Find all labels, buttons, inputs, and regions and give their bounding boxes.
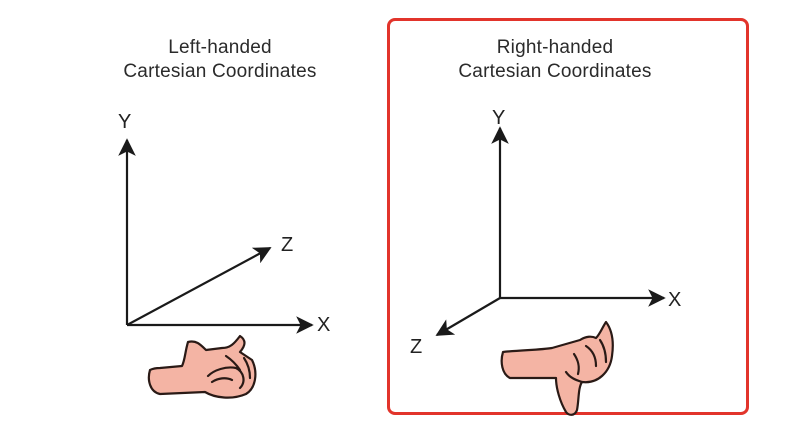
right-panel-title: Right-handed Cartesian Coordinates — [420, 36, 690, 84]
right-axes: Y X Z — [410, 107, 681, 358]
right-z-axis — [435, 297, 501, 336]
right-title-line2: Cartesian Coordinates — [458, 61, 652, 82]
right-y-label: Y — [492, 107, 505, 129]
left-title-line1: Left-handed — [168, 37, 272, 58]
left-z-axis — [126, 247, 272, 326]
right-x-label: X — [668, 289, 681, 311]
left-panel-title: Left-handed Cartesian Coordinates — [95, 36, 345, 84]
left-hand-icon — [147, 334, 257, 399]
right-title-line1: Right-handed — [496, 37, 614, 58]
left-y-label: Y — [118, 111, 131, 133]
right-z-label: Z — [410, 336, 422, 358]
left-axes: Y Z X — [118, 111, 330, 336]
right-hand-icon — [500, 320, 614, 416]
left-title-line2: Cartesian Coordinates — [123, 61, 317, 82]
left-x-label: X — [317, 314, 330, 336]
left-z-label: Z — [281, 234, 293, 256]
